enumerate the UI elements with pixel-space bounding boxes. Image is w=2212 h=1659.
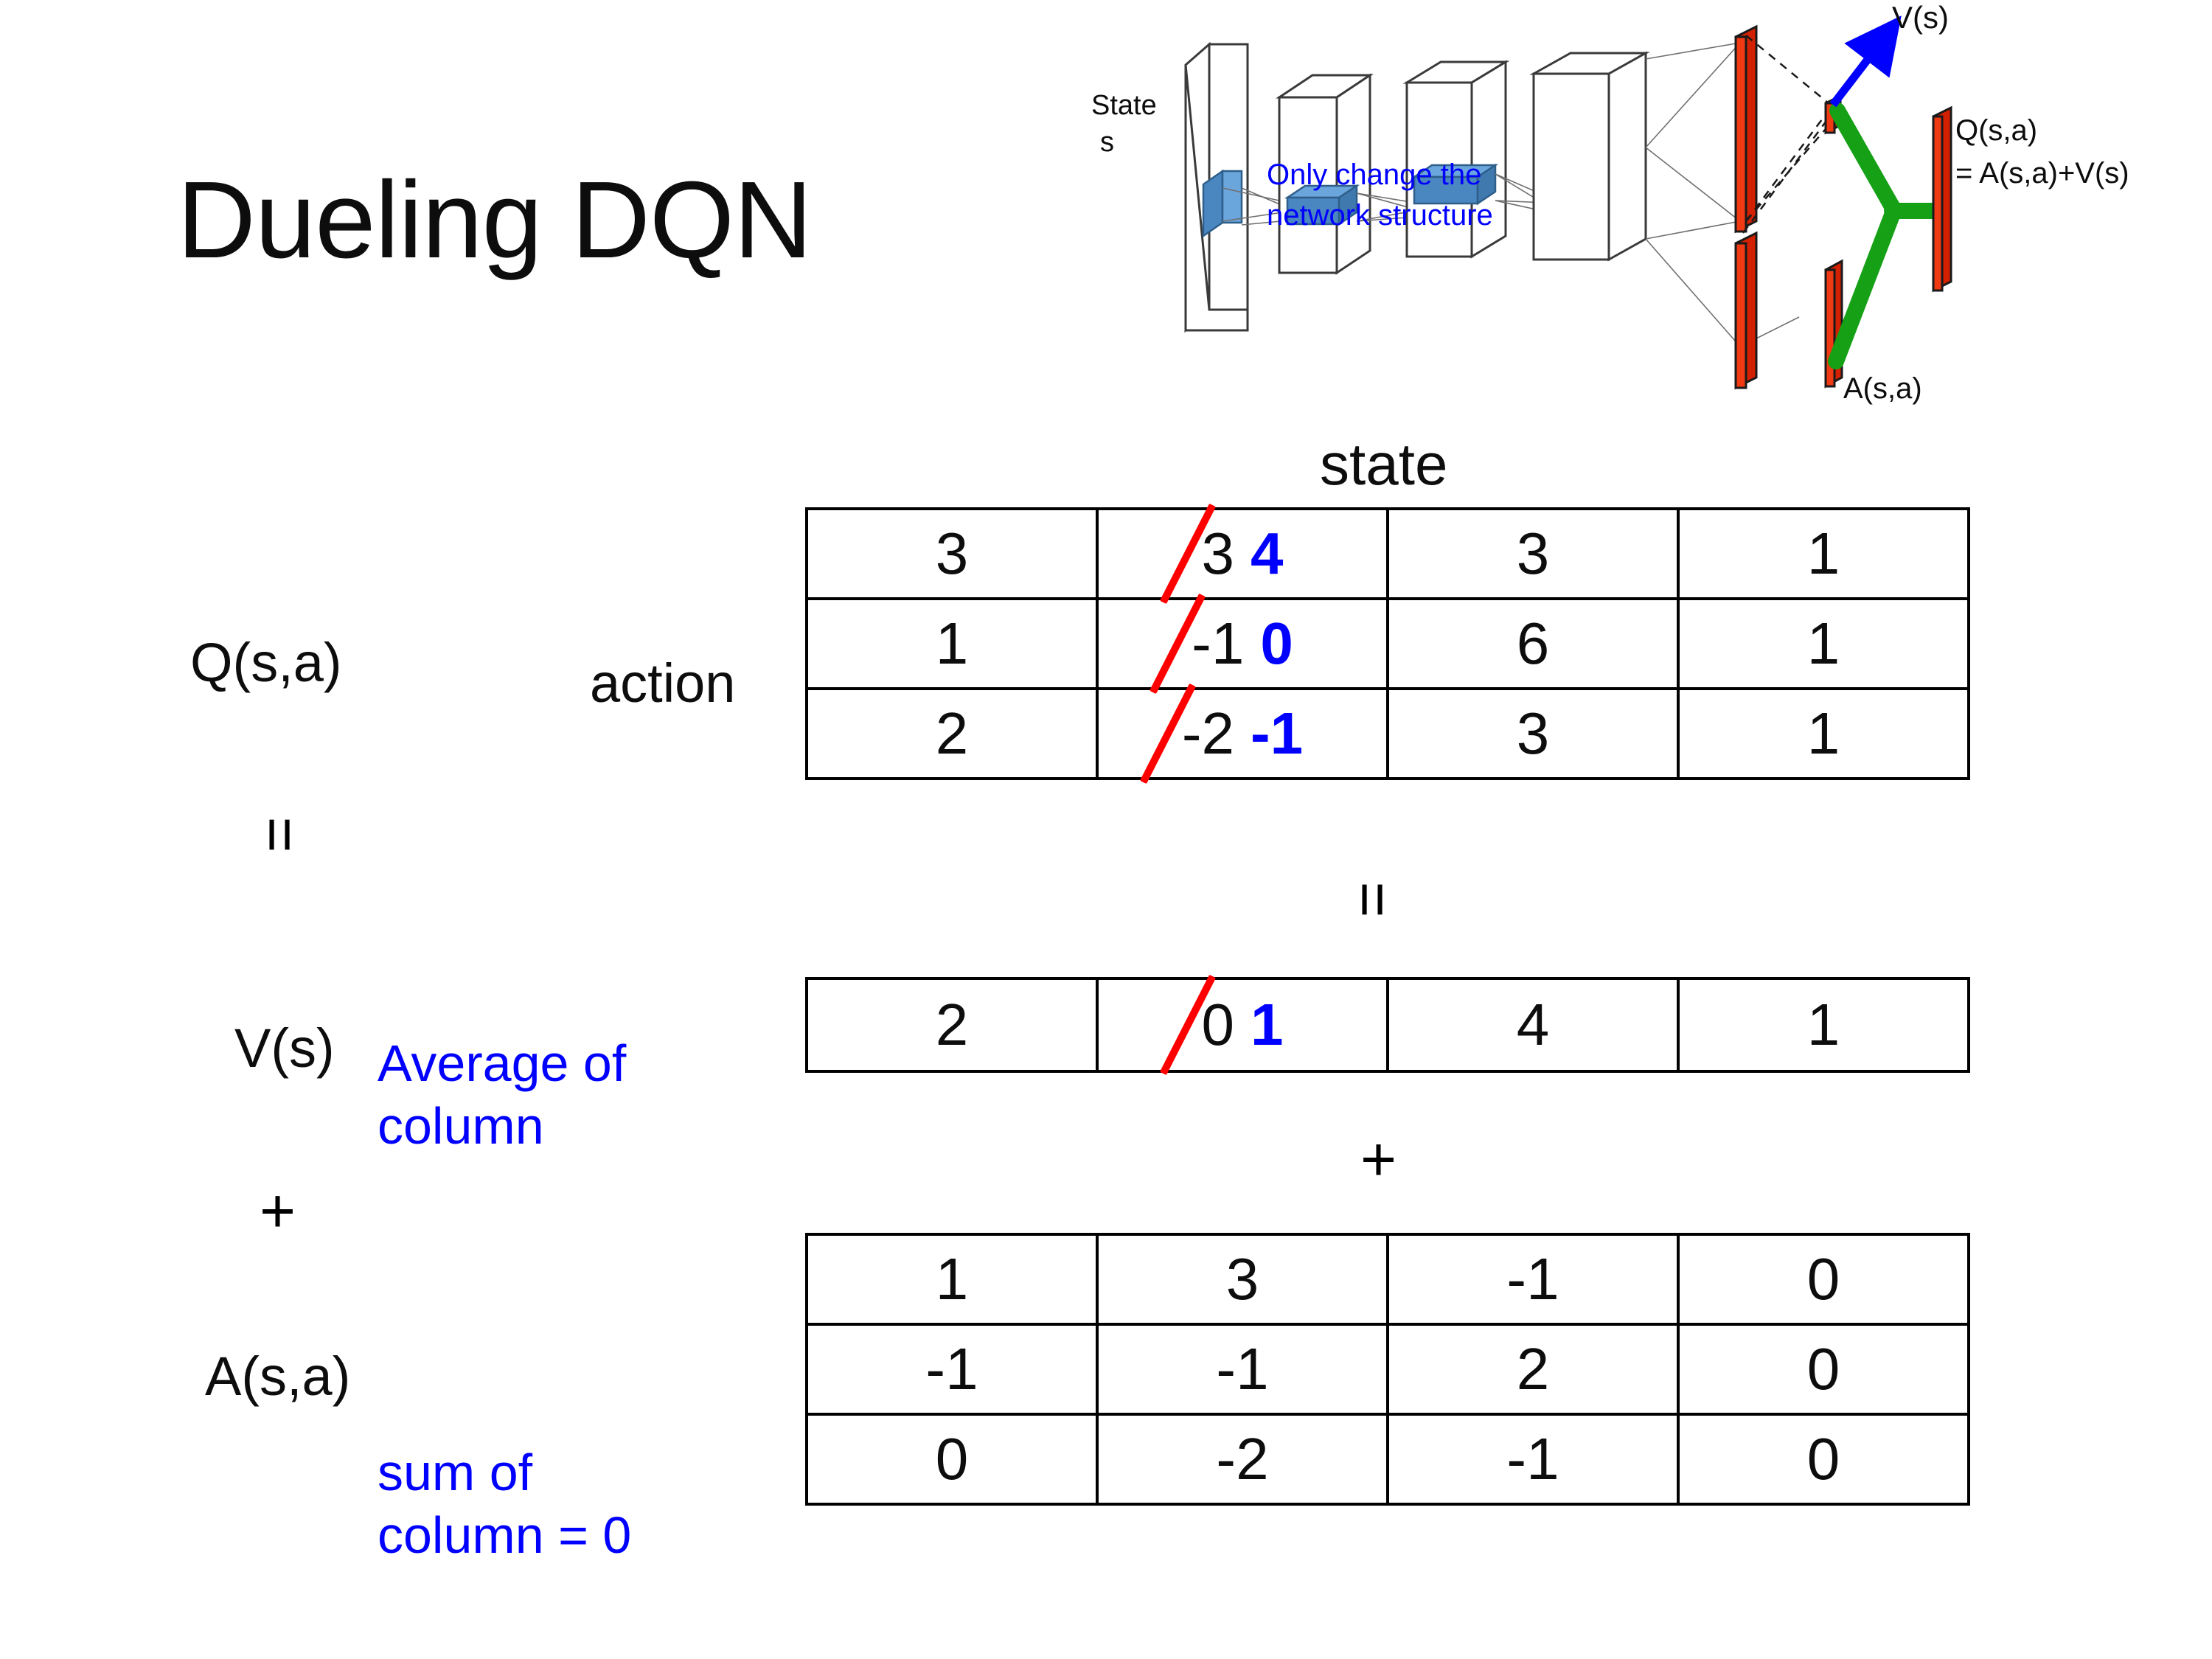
- table-cell[interactable]: -2 -1: [1096, 687, 1389, 780]
- table-cell[interactable]: 3: [1386, 507, 1680, 600]
- table-cell[interactable]: 2: [805, 977, 1099, 1073]
- table-cell[interactable]: 1: [1677, 687, 1970, 780]
- table-cell[interactable]: 1: [805, 1233, 1099, 1326]
- a-note: sum of column = 0: [378, 1444, 632, 1565]
- v-note: Average of column: [378, 1034, 627, 1155]
- new-value: 1: [1251, 992, 1284, 1057]
- table-cell[interactable]: 1: [1677, 507, 1970, 600]
- table-cell[interactable]: -1: [1096, 1323, 1389, 1416]
- new-value: -1: [1251, 700, 1304, 766]
- v-function-label: V(s): [234, 1018, 335, 1079]
- diagram-state-label: State: [1091, 90, 1157, 121]
- plus-sign-mid: +: [1360, 1124, 1397, 1194]
- revised-cell: -2-1: [1182, 704, 1303, 763]
- struck-old-value: 0: [1201, 992, 1235, 1057]
- diagram-qsa-label-line2: = A(s,a)+V(s): [1955, 157, 2129, 189]
- table-cell[interactable]: -1: [1386, 1233, 1680, 1326]
- dueling-network-diagram: V(s) State s Only change the network str…: [1091, 0, 2212, 413]
- struck-old-value: 3: [1201, 521, 1235, 586]
- table-cell[interactable]: 0: [805, 1413, 1099, 1506]
- diagram-qsa-label-line1: Q(s,a): [1955, 114, 2037, 147]
- plus-sign-left: +: [260, 1176, 296, 1245]
- struck-old-value: -1: [1192, 611, 1245, 676]
- table-cell[interactable]: 3: [1096, 1233, 1389, 1326]
- new-value: 4: [1251, 521, 1284, 586]
- table-cell[interactable]: 1: [1677, 977, 1970, 1073]
- table-cell[interactable]: 6: [1386, 597, 1680, 690]
- table-cell[interactable]: 0: [1677, 1233, 1970, 1326]
- table-cell[interactable]: 0: [1677, 1323, 1970, 1416]
- diagram-vs-label: V(s): [1892, 0, 1949, 35]
- equals-sign-mid: =: [1338, 881, 1408, 918]
- table-cell[interactable]: 1: [1677, 597, 1970, 690]
- diagram-note-line1: Only change the: [1267, 159, 1481, 191]
- table-cell[interactable]: 1: [805, 597, 1099, 690]
- table-cell[interactable]: 4: [1386, 977, 1680, 1073]
- table-cell[interactable]: 2: [1386, 1323, 1680, 1416]
- action-axis-label: action: [590, 653, 736, 714]
- table-cell[interactable]: -1: [805, 1323, 1099, 1416]
- new-value: 0: [1260, 611, 1293, 676]
- table-cell[interactable]: -1: [1386, 1413, 1680, 1506]
- table-cell[interactable]: 3: [805, 507, 1099, 600]
- struck-old-value: -2: [1181, 700, 1234, 766]
- diagram-state-symbol: s: [1100, 127, 1114, 158]
- diagram-note-line2: network structure: [1267, 199, 1493, 232]
- q-function-label: Q(s,a): [190, 632, 342, 693]
- table-cell[interactable]: 0: [1677, 1413, 1970, 1506]
- equals-sign-left: =: [246, 816, 316, 853]
- a-function-label: A(s,a): [205, 1346, 351, 1407]
- table-cell[interactable]: -2: [1096, 1413, 1389, 1506]
- diagram-asa-label: A(s,a): [1843, 372, 1922, 405]
- table-cell[interactable]: 2: [805, 687, 1099, 780]
- page-title: Dueling DQN: [177, 159, 813, 281]
- state-axis-label: state: [1320, 431, 1448, 497]
- table-cell[interactable]: 3: [1386, 687, 1680, 780]
